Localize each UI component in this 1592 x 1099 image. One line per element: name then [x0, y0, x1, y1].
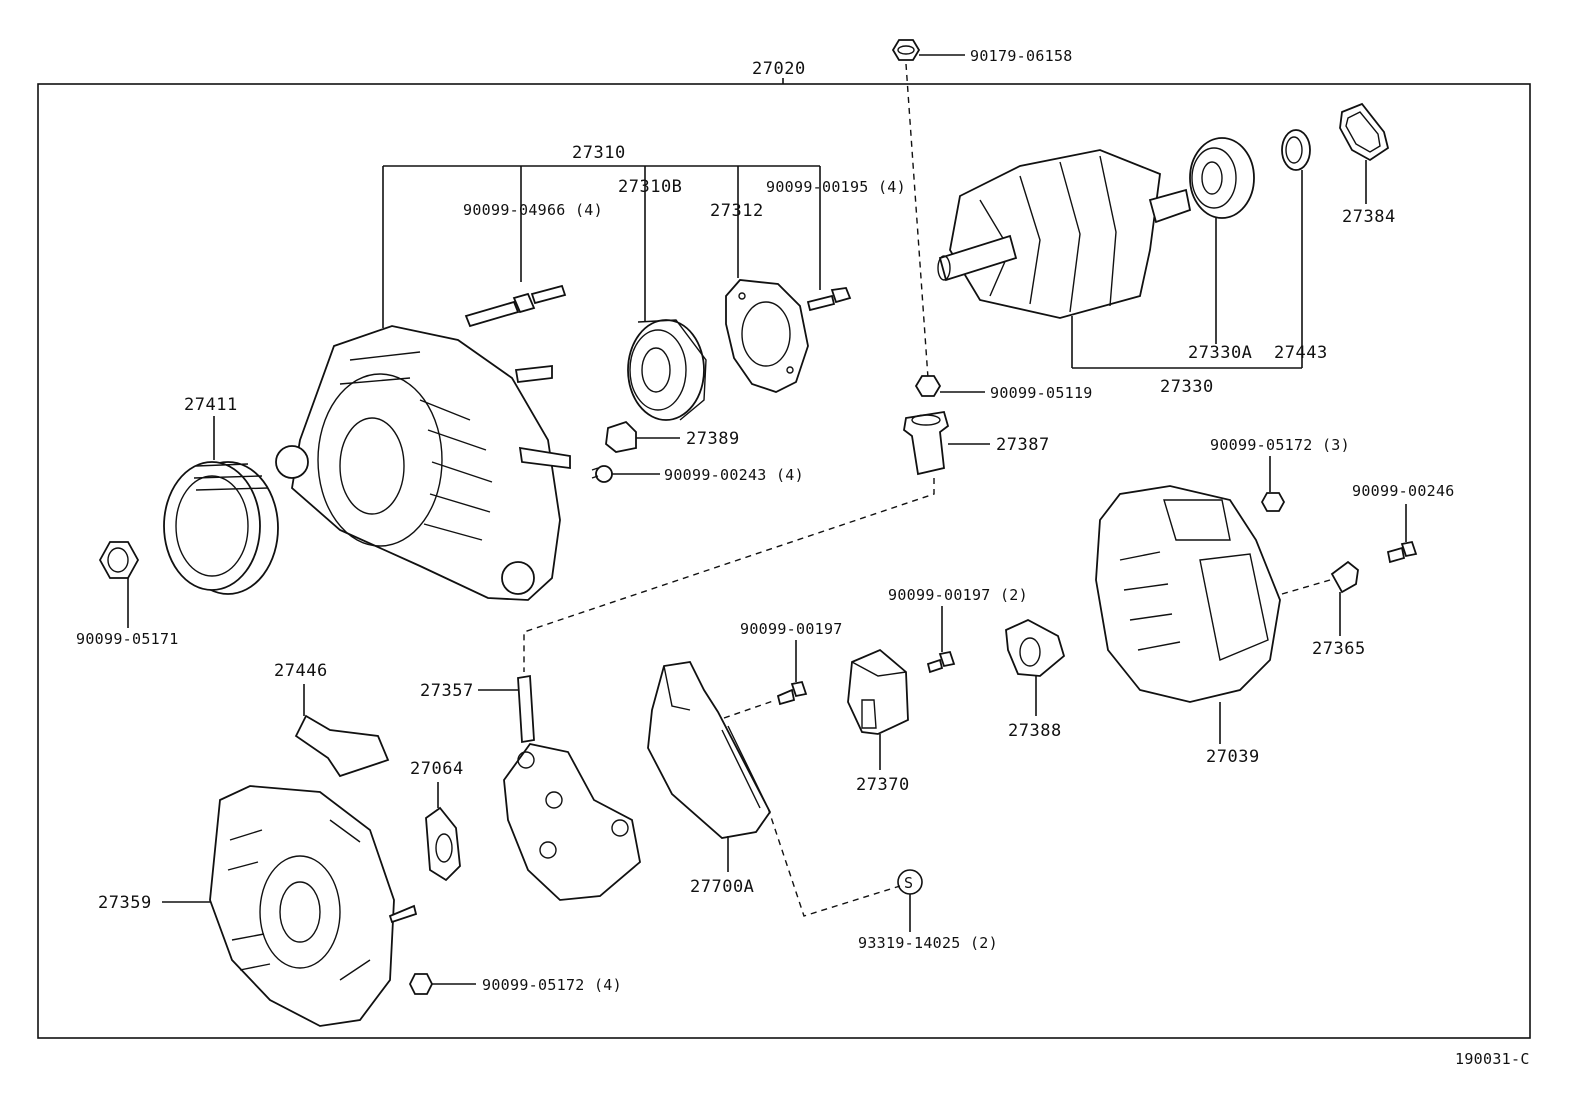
- callout-27365: 27365: [1312, 639, 1366, 659]
- callout-90099-04966: 90099-04966 (4): [463, 201, 603, 219]
- callout-90099-05172-4: 90099-05172 (4): [482, 976, 622, 994]
- callout-90179-06158: 90179-06158: [970, 47, 1073, 65]
- insulator-27388-icon: [1005, 618, 1066, 677]
- callout-90099-00197-2: 90099-00197 (2): [888, 586, 1028, 604]
- pulley-27411-icon: [163, 461, 279, 595]
- callout-90099-05172-3: 90099-05172 (3): [1210, 436, 1350, 454]
- nut-90179-06158-icon: [891, 39, 921, 61]
- callout-27330: 27330: [1160, 377, 1214, 397]
- callout-27384: 27384: [1342, 207, 1396, 227]
- bearing-27310B-icon: [627, 319, 707, 421]
- callout-27039: 27039: [1206, 747, 1260, 767]
- callout-27411: 27411: [184, 395, 238, 415]
- screw-90099-00243-icon: [591, 465, 613, 483]
- callout-90099-05171: 90099-05171: [76, 630, 179, 648]
- callout-27312: 27312: [710, 201, 764, 221]
- cover-27384-icon: [1339, 102, 1390, 162]
- retainer-plate-27312-icon: [725, 279, 809, 393]
- rear-end-frame-27039-icon: [1095, 485, 1281, 703]
- drive-end-frame-icon: [275, 325, 571, 601]
- callout-27388: 27388: [1008, 721, 1062, 741]
- callout-27310: 27310: [572, 143, 626, 163]
- regulator-27700A-icon: [647, 661, 772, 839]
- callout-27330A: 27330A: [1188, 343, 1252, 363]
- diagram-id: 190031-C: [1455, 1050, 1530, 1068]
- end-cover-27359-icon: [209, 785, 418, 1027]
- plate-27365-icon: [1330, 560, 1359, 594]
- callout-27310B: 27310B: [618, 177, 682, 197]
- nut-90099-05172-icon: [1260, 492, 1286, 512]
- washer-27443-icon: [1281, 129, 1311, 171]
- bolt-90099-00197-2-icon: [926, 650, 956, 674]
- callout-90099-00246: 90099-00246: [1352, 482, 1455, 500]
- bolt-90099-00246-icon: [1386, 540, 1418, 564]
- rectifier-27357-icon: [503, 674, 641, 901]
- brush-holder-27370-icon: [847, 648, 909, 735]
- callout-27370: 27370: [856, 775, 910, 795]
- callout-27443: 27443: [1274, 343, 1328, 363]
- stud-bolt-icon: [464, 284, 567, 328]
- nut-90099-05119-icon: [914, 375, 942, 397]
- terminal-insulator-27387-icon: [903, 410, 950, 476]
- callout-27389: 27389: [686, 429, 740, 449]
- rotor-27330-icon: [937, 149, 1192, 319]
- s-mark-label: S: [904, 874, 913, 892]
- callout-90099-00197: 90099-00197: [740, 620, 843, 638]
- gasket-27064-icon: [425, 806, 461, 882]
- bearing-27330A-icon: [1189, 137, 1255, 219]
- callout-90099-05119: 90099-05119: [990, 384, 1093, 402]
- insulator-27389-icon: [605, 420, 637, 453]
- bolt-90099-00197-icon: [776, 680, 808, 706]
- callout-90099-00243: 90099-00243 (4): [664, 466, 804, 484]
- callout-27700A: 27700A: [690, 877, 754, 897]
- assembly-frame: [37, 83, 1531, 1039]
- callout-27357: 27357: [420, 681, 474, 701]
- callout-27446: 27446: [274, 661, 328, 681]
- nut-90099-05171-icon: [98, 541, 140, 579]
- bolt-90099-00195-icon: [806, 287, 852, 312]
- callout-93319-14025: 93319-14025 (2): [858, 934, 998, 952]
- bracket-27446-icon: [294, 714, 390, 778]
- callout-27387: 27387: [996, 435, 1050, 455]
- assembly-label: 27020: [752, 59, 806, 79]
- callout-27064: 27064: [410, 759, 464, 779]
- callout-27359: 27359: [98, 893, 152, 913]
- nut-90099-05172-4-icon: [408, 973, 434, 995]
- callout-90099-00195: 90099-00195 (4): [766, 178, 906, 196]
